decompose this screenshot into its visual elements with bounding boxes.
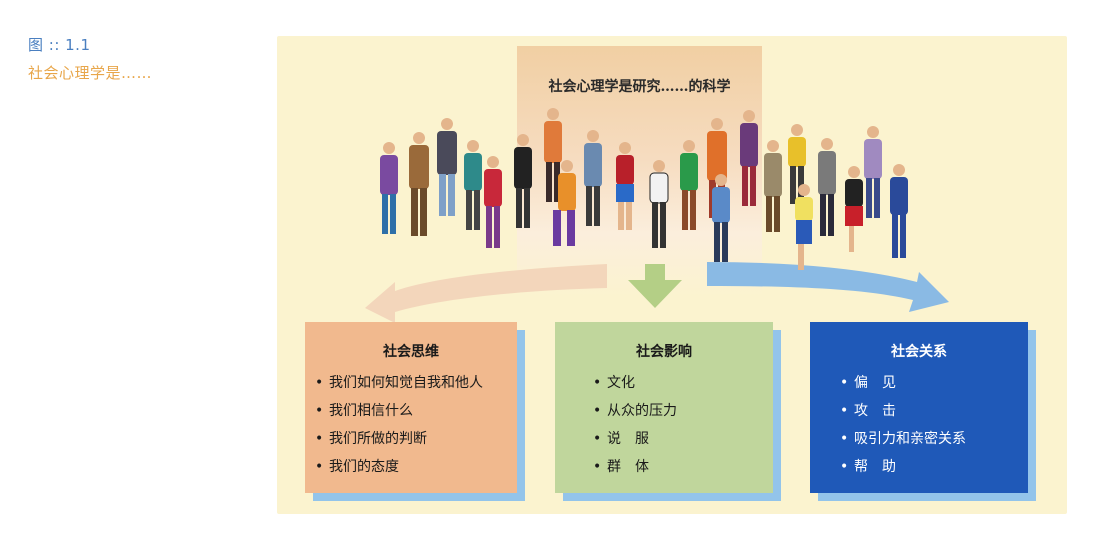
person-icon bbox=[484, 156, 502, 248]
list-item: • 攻 击 bbox=[840, 397, 1028, 425]
person-icon bbox=[544, 108, 562, 202]
list-item-text: 我们如何知觉自我和他人 bbox=[329, 375, 483, 391]
box-social-influence: 社会影响 • 文化 • 从众的压力 • 说 服 • 群 体 bbox=[555, 322, 781, 501]
person-icon bbox=[845, 166, 863, 252]
list-item: • 吸引力和亲密关系 bbox=[840, 425, 1028, 453]
bullet: • bbox=[315, 403, 324, 419]
people-group bbox=[380, 108, 908, 270]
arrow-right bbox=[707, 262, 949, 312]
bullet: • bbox=[315, 375, 324, 391]
person-icon bbox=[712, 174, 730, 262]
bullet: • bbox=[593, 431, 602, 447]
list-item-text: 我们的态度 bbox=[329, 459, 399, 475]
list-item: • 帮 助 bbox=[840, 453, 1028, 481]
list-item: • 我们的态度 bbox=[315, 453, 517, 481]
box-title: 社会思维 bbox=[383, 344, 439, 360]
bullet: • bbox=[593, 459, 602, 475]
figure-number: 图 :: 1.1 bbox=[28, 36, 91, 54]
crowd-illustration bbox=[365, 108, 949, 323]
bullet: • bbox=[840, 375, 849, 391]
person-icon bbox=[890, 164, 908, 258]
bullet: • bbox=[593, 403, 602, 419]
list-item: • 文化 bbox=[593, 369, 773, 397]
box-list: • 偏 见 • 攻 击 • 吸引力和亲密关系 • 帮 助 bbox=[810, 369, 1028, 481]
person-icon bbox=[464, 140, 482, 230]
bullet: • bbox=[593, 375, 602, 391]
list-item: • 我们如何知觉自我和他人 bbox=[315, 369, 517, 397]
box-body: 社会关系 • 偏 见 • 攻 击 • 吸引力和亲密关系 • 帮 助 bbox=[810, 322, 1028, 493]
list-item-text: 攻 击 bbox=[854, 403, 896, 419]
box-list: • 我们如何知觉自我和他人 • 我们相信什么 • 我们所做的判断 • 我们的态度 bbox=[305, 369, 517, 481]
box-body: 社会影响 • 文化 • 从众的压力 • 说 服 • 群 体 bbox=[555, 322, 773, 493]
diagram-title: 社会心理学是研究……的科学 bbox=[548, 79, 731, 95]
list-item-text: 偏 见 bbox=[854, 375, 896, 391]
list-item-text: 群 体 bbox=[607, 459, 649, 475]
person-icon bbox=[553, 160, 576, 246]
person-icon bbox=[437, 118, 457, 216]
bullet: • bbox=[840, 403, 849, 419]
person-icon bbox=[409, 132, 429, 236]
person-icon bbox=[380, 142, 398, 234]
bullet: • bbox=[840, 459, 849, 475]
list-item: • 我们所做的判断 bbox=[315, 425, 517, 453]
person-icon bbox=[680, 140, 698, 230]
person-icon bbox=[649, 160, 669, 248]
box-list: • 文化 • 从众的压力 • 说 服 • 群 体 bbox=[555, 369, 773, 481]
list-item-text: 从众的压力 bbox=[607, 403, 677, 419]
list-item: • 从众的压力 bbox=[593, 397, 773, 425]
list-item: • 偏 见 bbox=[840, 369, 1028, 397]
list-item-text: 我们相信什么 bbox=[329, 403, 413, 419]
list-item-text: 我们所做的判断 bbox=[329, 431, 427, 447]
box-title: 社会影响 bbox=[636, 344, 692, 360]
list-item-text: 帮 助 bbox=[854, 459, 896, 475]
person-icon bbox=[514, 134, 532, 228]
bullet: • bbox=[840, 431, 849, 447]
list-item-text: 说 服 bbox=[607, 431, 649, 447]
diagram-panel: 社会心理学是研究……的科学 bbox=[277, 36, 1067, 514]
person-icon bbox=[764, 140, 782, 232]
arrow-center bbox=[628, 264, 682, 308]
arrow-left bbox=[365, 264, 607, 323]
list-item: • 说 服 bbox=[593, 425, 773, 453]
person-icon bbox=[616, 142, 634, 230]
figure-caption: 社会心理学是…… bbox=[28, 64, 153, 82]
person-icon bbox=[584, 130, 602, 226]
box-social-thinking: 社会思维 • 我们如何知觉自我和他人 • 我们相信什么 • 我们所做的判断 • 我们的态… bbox=[305, 322, 525, 501]
box-title: 社会关系 bbox=[891, 344, 947, 360]
list-item-text: 文化 bbox=[607, 375, 635, 391]
list-item-text: 吸引力和亲密关系 bbox=[854, 431, 966, 447]
list-item: • 我们相信什么 bbox=[315, 397, 517, 425]
box-body: 社会思维 • 我们如何知觉自我和他人 • 我们相信什么 • 我们所做的判断 • 我们的态… bbox=[305, 322, 517, 493]
person-icon bbox=[818, 138, 836, 236]
person-icon bbox=[864, 126, 882, 218]
person-icon bbox=[740, 110, 758, 206]
bullet: • bbox=[315, 431, 324, 447]
person-icon bbox=[795, 184, 813, 270]
box-social-relations: 社会关系 • 偏 见 • 攻 击 • 吸引力和亲密关系 • 帮 助 bbox=[810, 322, 1036, 501]
bullet: • bbox=[315, 459, 324, 475]
list-item: • 群 体 bbox=[593, 453, 773, 481]
